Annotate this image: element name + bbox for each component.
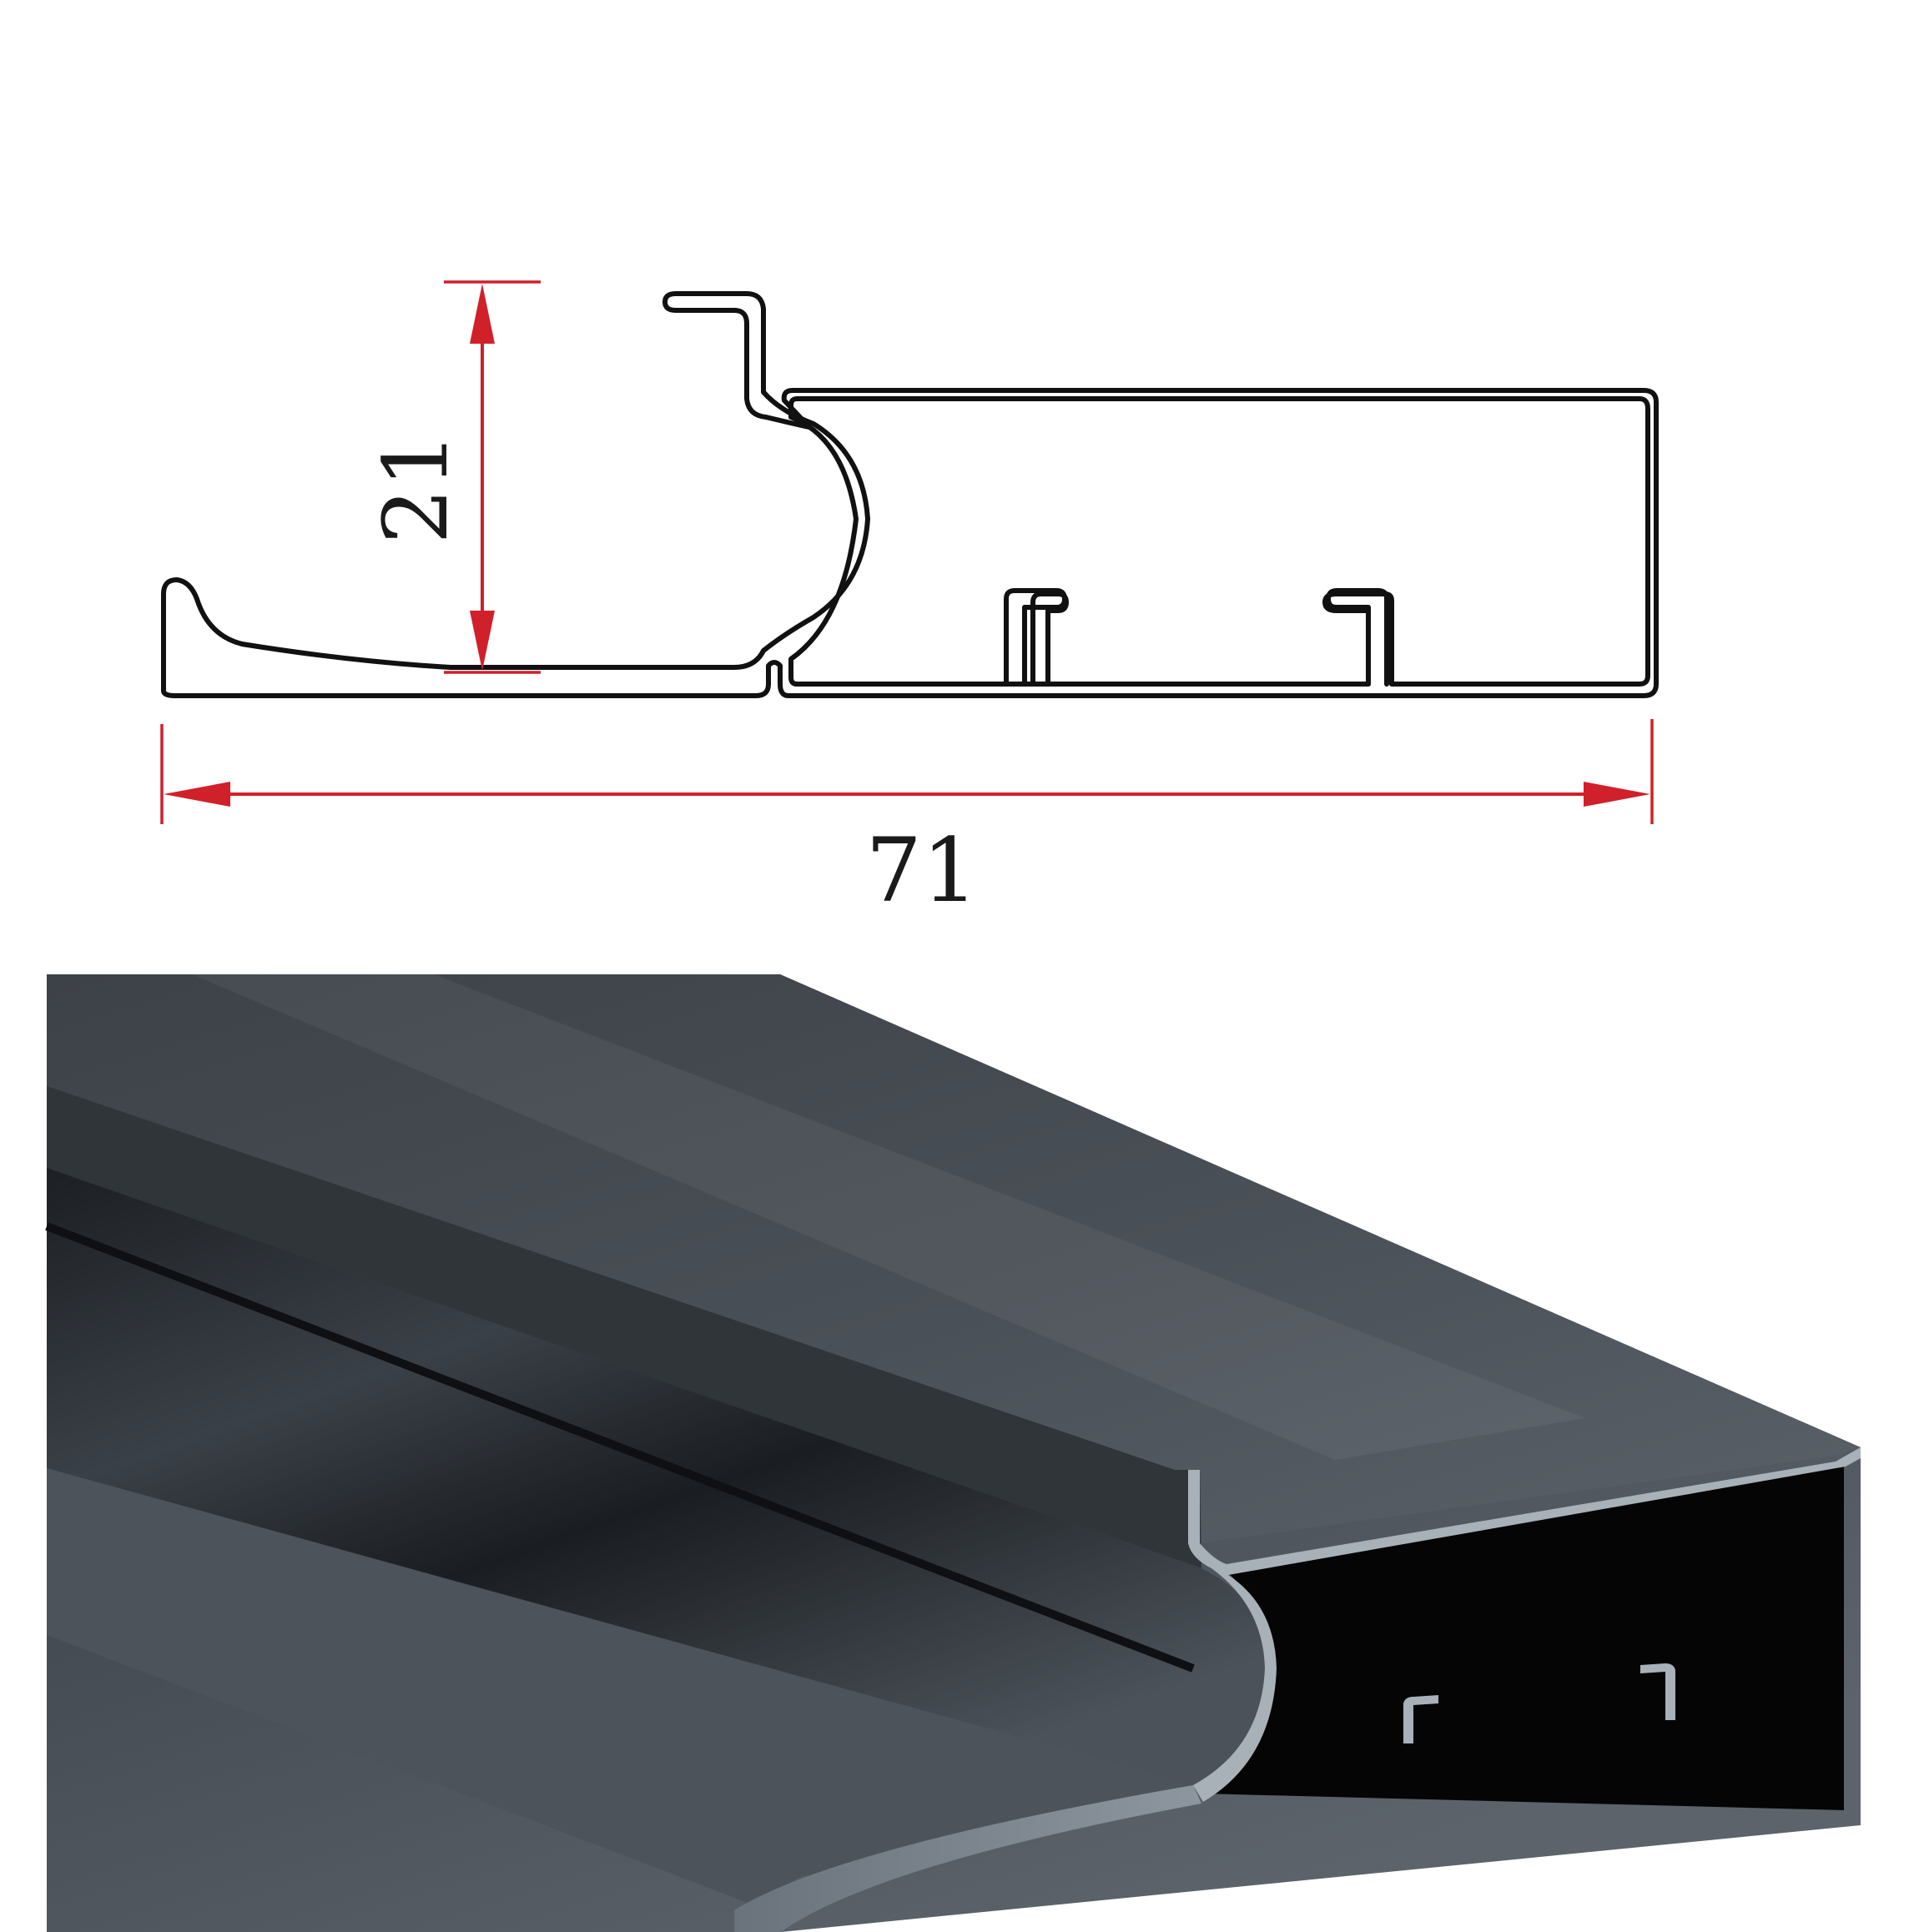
profile-top-sheen xyxy=(192,974,1585,1460)
profile-lower-flange xyxy=(47,1468,1193,1910)
profile-flange-lip xyxy=(734,1785,1201,1932)
profile-top-face xyxy=(47,974,1861,1543)
profile-inner-cavity xyxy=(788,396,1650,687)
width-dimension-label: 71 xyxy=(866,819,979,922)
height-arrow-up xyxy=(470,284,495,344)
rail-hook-right xyxy=(1326,588,1389,687)
profile-cut-rail-left xyxy=(1403,1695,1438,1743)
profile-grip-groove xyxy=(47,1168,1270,1785)
profile-groove-shadow-line xyxy=(45,1222,1195,1673)
width-arrow-right xyxy=(1584,782,1650,807)
profile-front-hook-strip xyxy=(47,1086,1201,1568)
profile-product-render xyxy=(45,974,1861,1932)
cross-section-drawing: 21 71 xyxy=(160,280,1659,922)
profile-outer-edge xyxy=(161,291,1659,698)
height-dimension xyxy=(444,280,541,674)
width-arrow-left xyxy=(164,782,230,807)
width-dimension xyxy=(160,719,1654,824)
profile-outline xyxy=(161,291,1659,698)
profile-cut-rail-right xyxy=(1640,1663,1675,1720)
height-dimension-label: 21 xyxy=(365,432,467,545)
profile-cut-edge-highlight xyxy=(1188,1447,1861,1802)
rail-hook-left xyxy=(1004,588,1067,687)
height-arrow-down xyxy=(470,611,495,671)
